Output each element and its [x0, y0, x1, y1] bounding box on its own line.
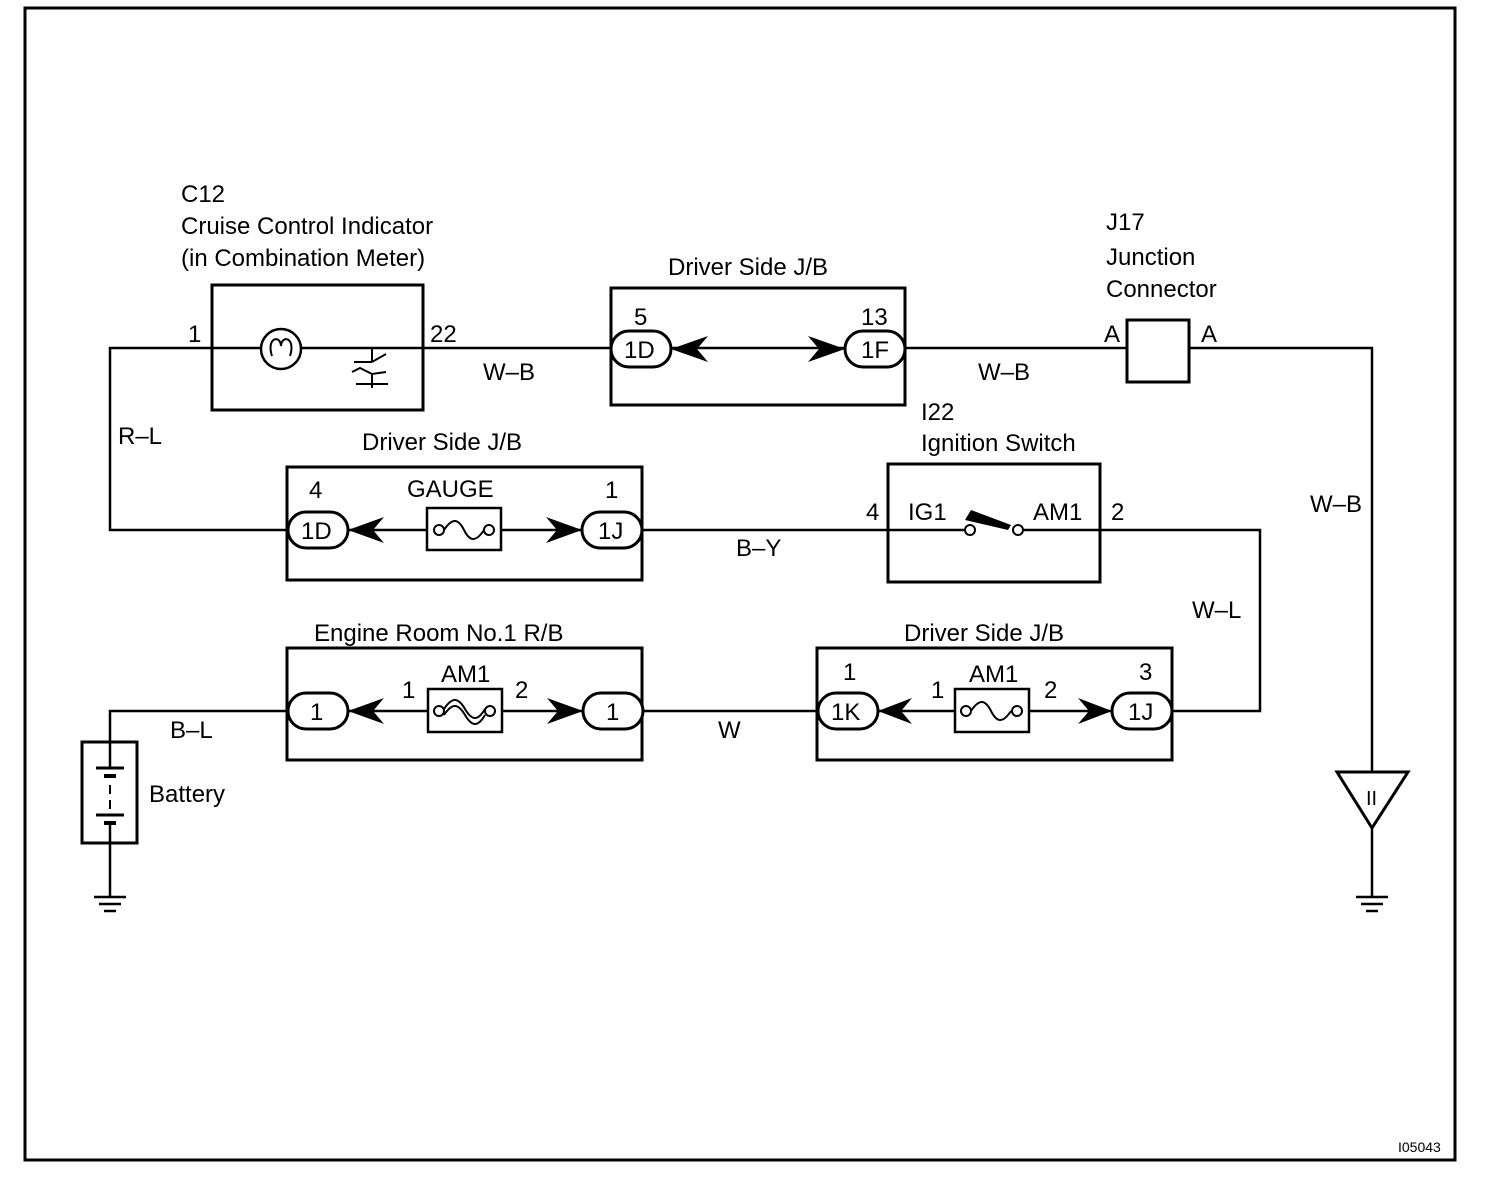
driver-side-jb-gauge: Driver Side J/B GAUGE 4 1D 1 1J: [285, 429, 644, 582]
figure-id: I05043: [1398, 1139, 1441, 1155]
battery-icon: [96, 742, 124, 843]
jb-gauge-title: Driver Side J/B: [362, 429, 522, 456]
junction-connector: J17 Junction Connector A A: [1104, 209, 1217, 384]
chevron-left-icon: [348, 698, 384, 724]
wire-b-l: [108, 709, 288, 742]
chevron-left-icon: [348, 517, 384, 543]
wire-label-indicator-to-jb: W–B: [483, 359, 535, 386]
switch-icon: [888, 510, 1100, 536]
battery-label: Battery: [149, 781, 225, 808]
jb-gauge-conn-right: 1J: [598, 518, 623, 545]
junction-pin-left: A: [1104, 321, 1120, 348]
jb-top-pin-left: 5: [634, 304, 647, 331]
ignition-name: Ignition Switch: [921, 430, 1076, 457]
rb-title: Engine Room No.1 R/B: [314, 620, 563, 647]
rb-fuse-pin-right: 2: [515, 677, 528, 704]
transistor-icon: [351, 348, 388, 388]
indicator-location: (in Combination Meter): [181, 245, 425, 272]
ground-point-triangle: [1334, 770, 1411, 831]
jb-gauge-conn-left: 1D: [301, 518, 332, 545]
wire-r-l: [108, 346, 288, 532]
jb-gauge-pin-left: 4: [309, 477, 322, 504]
wire-label-junction-to-ground: W–B: [1310, 491, 1362, 518]
ignition-code: I22: [921, 399, 954, 426]
battery: Battery: [80, 740, 225, 845]
chevron-right-icon: [547, 698, 583, 724]
indicator-code: C12: [181, 181, 225, 208]
junction-code: J17: [1106, 209, 1145, 236]
indicator-pin-right: 22: [430, 321, 457, 348]
junction-name-line2: Connector: [1106, 276, 1217, 303]
jb-top-conn-left: 1D: [624, 337, 655, 364]
rb-fuse-label: AM1: [441, 661, 490, 688]
fuse-icon: [425, 506, 503, 552]
wire-w-b-ground: [1189, 346, 1374, 772]
wire-layer: [108, 346, 1374, 897]
bulb-icon: [259, 327, 303, 371]
jb-am1-fuse-label: AM1: [969, 661, 1018, 688]
jb-am1-conn-right: 1J: [1128, 699, 1153, 726]
junction-name-line1: Junction: [1106, 244, 1195, 271]
jb-top-conn-right: 1F: [861, 337, 889, 364]
ignition-pin-right: 2: [1111, 499, 1124, 526]
ignition-term-right: AM1: [1033, 499, 1082, 526]
wire-w-l: [1100, 528, 1262, 713]
rb-fuse-pin-left: 1: [402, 677, 415, 704]
jb-top-title: Driver Side J/B: [668, 254, 828, 281]
jb-gauge-fuse-label: GAUGE: [407, 476, 494, 503]
ground-icon: [1356, 895, 1388, 913]
ignition-pin-left: 4: [866, 499, 879, 526]
wire-label-gauge-to-ignition: B–Y: [736, 535, 781, 562]
junction-pin-right: A: [1201, 321, 1217, 348]
jb-am1-conn-left: 1K: [831, 699, 860, 726]
ignition-term-left: IG1: [908, 499, 947, 526]
chevron-right-icon: [546, 517, 582, 543]
chevron-left-icon: [878, 698, 912, 724]
jb-am1-pin-left: 1: [843, 659, 856, 686]
engine-room-rb: Engine Room No.1 R/B AM1 1 1 2 1: [285, 620, 645, 762]
fuse-icon: [953, 687, 1031, 734]
jb-gauge-pin-right: 1: [605, 477, 618, 504]
jb-am1-pin-right: 3: [1139, 659, 1152, 686]
chevron-left-icon: [671, 336, 708, 362]
indicator-pin-left: 1: [188, 321, 201, 348]
ground-point: II: [1334, 770, 1411, 831]
rb-conn-left: 1: [310, 699, 323, 726]
chevron-right-icon: [808, 336, 845, 362]
chevron-right-icon: [1078, 698, 1112, 724]
wire-label-ignition-to-jb: W–L: [1192, 597, 1241, 624]
junction-box: [1125, 318, 1191, 384]
ground-icon: [94, 895, 126, 913]
jb-top-pin-right: 13: [861, 304, 888, 331]
wire-label-battery-to-rb: B–L: [170, 717, 213, 744]
ground-point-label: II: [1366, 788, 1377, 810]
driver-side-jb-top: Driver Side J/B 5 1D 13 1F: [609, 254, 907, 407]
wire-label-jb-to-junction: W–B: [978, 359, 1030, 386]
wire-label-indicator-to-gauge: R–L: [118, 423, 162, 450]
cruise-control-indicator: C12 Cruise Control Indicator (in Combina…: [181, 181, 457, 412]
jb-am1-fuse-pin-left: 1: [931, 677, 944, 704]
jb-am1-fuse-pin-right: 2: [1044, 677, 1057, 704]
diagram-frame: [23, 6, 1457, 1162]
jb-am1-title: Driver Side J/B: [904, 620, 1064, 647]
wire-label-rb-to-jb: W: [718, 717, 741, 744]
indicator-name: Cruise Control Indicator: [181, 213, 433, 240]
rb-conn-right: 1: [606, 699, 619, 726]
ignition-switch: I22 Ignition Switch 4 IG1 AM1 2: [866, 399, 1124, 584]
fusible-link-icon: [426, 687, 504, 734]
driver-side-jb-am1: Driver Side J/B AM1 1 1K 1 2 3 1J: [815, 620, 1174, 762]
